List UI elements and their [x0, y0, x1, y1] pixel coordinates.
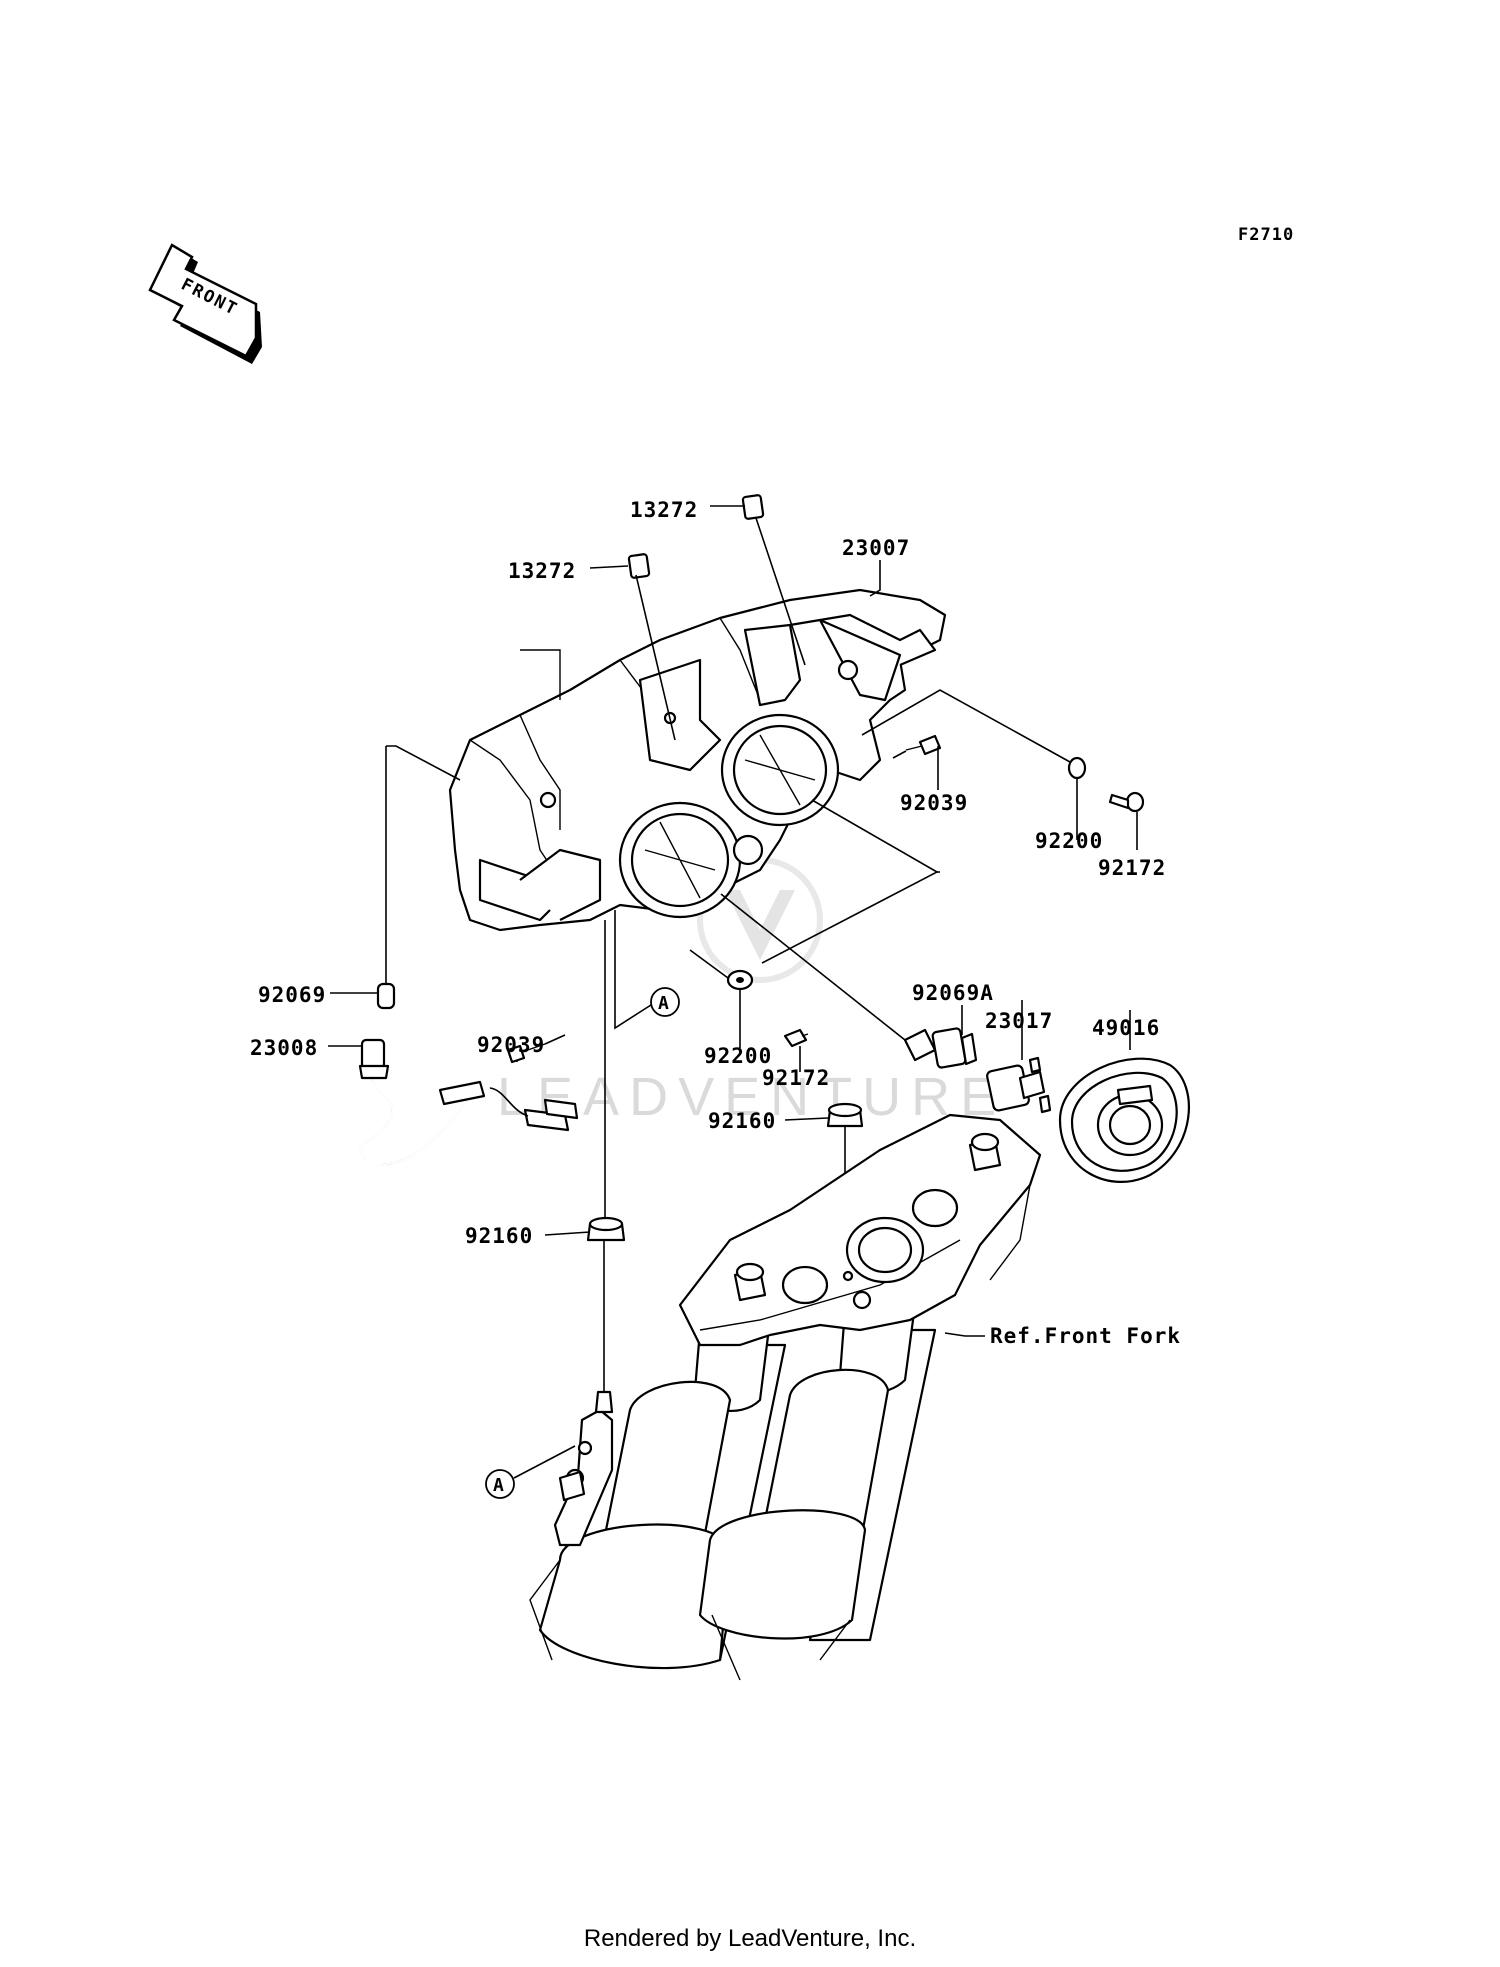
label-23017: 23017 — [985, 1009, 1053, 1033]
label-13272-lower: 13272 — [508, 559, 576, 583]
screw-92172-a — [1108, 791, 1145, 850]
washer-92200-a — [1067, 756, 1087, 840]
callout-a-lower: A — [485, 1445, 576, 1499]
front-fork-reference — [529, 1113, 1042, 1681]
label-92039-upper: 92039 — [900, 791, 968, 815]
callout-a-upper: A — [614, 910, 680, 1030]
bulb-92069 — [376, 745, 461, 1010]
washer-92200-b — [689, 949, 754, 1048]
headlight-assembly — [448, 588, 947, 932]
screw-92039-a — [892, 734, 942, 790]
label-92200-lower: 92200 — [704, 1044, 772, 1068]
cover-49016 — [1058, 1010, 1190, 1184]
grommet-92160-b — [586, 920, 626, 1392]
grommet-92160-a — [826, 1102, 864, 1215]
clip-13272-a — [627, 553, 676, 741]
socket-23017 — [986, 1000, 1052, 1114]
socket-23008 — [328, 1038, 579, 1166]
front-arrow-icon: FRONT — [148, 243, 262, 364]
bulb-92069A — [720, 893, 978, 1069]
svg-text:A: A — [658, 993, 669, 1014]
label-92039-lower: 92039 — [477, 1033, 545, 1057]
label-92172-lower: 92172 — [762, 1066, 830, 1090]
label-92160-lower: 92160 — [465, 1224, 533, 1248]
label-ref-front-fork: Ref.Front Fork — [990, 1324, 1181, 1348]
clip-13272-b — [741, 494, 806, 666]
label-92200-upper: 92200 — [1035, 829, 1103, 853]
footer-credit: Rendered by LeadVenture, Inc. — [584, 1925, 916, 1952]
label-23007: 23007 — [842, 536, 910, 560]
screw-92172-b — [783, 1028, 809, 1072]
label-49016: 49016 — [1092, 1016, 1160, 1040]
label-23008: 23008 — [250, 1036, 318, 1060]
label-92172-upper: 92172 — [1098, 856, 1166, 880]
watermark: LEADVENTURE — [497, 857, 1006, 1127]
svg-text:A: A — [493, 1475, 504, 1496]
label-92069: 92069 — [258, 983, 326, 1007]
label-13272-upper: 13272 — [630, 498, 698, 522]
label-92069A: 92069A — [912, 981, 994, 1005]
diagram-code: F2710 — [1238, 225, 1294, 245]
screw-92039-b — [506, 1034, 566, 1064]
watermark-text: LEADVENTURE — [497, 1067, 1006, 1127]
label-92160-upper: 92160 — [708, 1109, 776, 1133]
